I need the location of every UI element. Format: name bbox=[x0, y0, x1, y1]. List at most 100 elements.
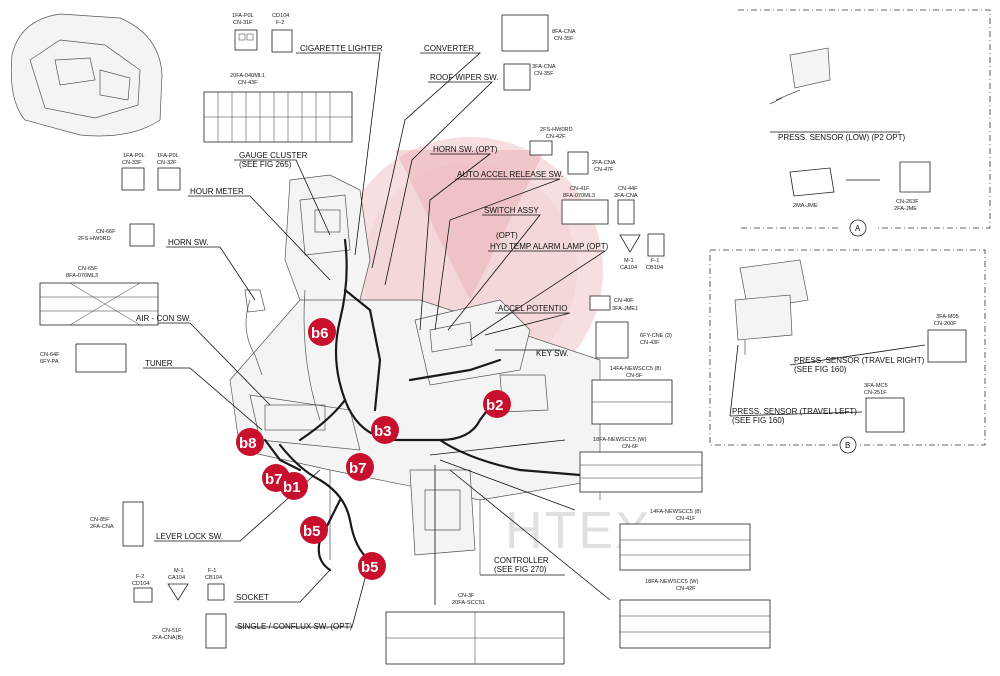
connector-cn33f: 1FA-P0L CN-33F bbox=[121, 153, 145, 191]
svg-text:3FA-MC5: 3FA-MC5 bbox=[864, 383, 888, 389]
svg-text:2FA-CNA: 2FA-CNA bbox=[592, 160, 616, 166]
svg-text:CN-41F: CN-41F bbox=[676, 516, 696, 522]
svg-text:3FA-CNA: 3FA-CNA bbox=[532, 64, 556, 70]
connector-f1: F-1 CB104 bbox=[646, 233, 665, 271]
svg-text:2FA-CNA: 2FA-CNA bbox=[614, 193, 638, 199]
connector-cn64f: CN-64F 6FY-PA bbox=[40, 343, 127, 373]
connector-cn42f: 18FA-NEWSCC5 (W) CN-42F bbox=[619, 579, 771, 649]
connector-cn85f: CN-85F 2FA-CNA bbox=[90, 501, 144, 547]
marker-b1: b1 bbox=[280, 472, 308, 500]
svg-text:CN-31F: CN-31F bbox=[233, 20, 253, 26]
svg-text:3FA-M05: 3FA-M05 bbox=[936, 314, 959, 320]
marker-b8: b8 bbox=[236, 428, 264, 456]
hour-meter-label: HOUR METER bbox=[190, 187, 244, 196]
svg-text:20FA-040ML1: 20FA-040ML1 bbox=[230, 73, 265, 79]
svg-text:6FY-CNE (3): 6FY-CNE (3) bbox=[640, 333, 672, 339]
svg-text:CB104: CB104 bbox=[205, 575, 222, 581]
connector-cn3f: CN-3F 20FA-SCC51 bbox=[385, 593, 565, 665]
cigarette-lighter-label: CIGARETTE LIGHTER bbox=[300, 44, 383, 53]
marker-b5-upper: b5 bbox=[300, 516, 328, 544]
connector-cn32f: 1FA-P0L CN-32F bbox=[157, 153, 181, 191]
press-sensor-travel-right-ref: (SEE FIG 160) bbox=[794, 365, 847, 374]
svg-text:CN-43F: CN-43F bbox=[238, 80, 258, 86]
connector-m1-bottom: M-1 CA104 bbox=[167, 568, 189, 601]
controller-label: CONTROLLER bbox=[494, 556, 549, 565]
svg-text:b8: b8 bbox=[239, 435, 257, 452]
connector-cn42f-top: 2FS-HW0RD CN-42F bbox=[529, 127, 573, 156]
svg-text:CN-33F: CN-33F bbox=[122, 160, 142, 166]
svg-text:CB104: CB104 bbox=[646, 265, 663, 271]
controller-ref: (SEE FIG 270) bbox=[494, 565, 547, 574]
svg-text:18FA-NEWSCC5 (W): 18FA-NEWSCC5 (W) bbox=[645, 579, 699, 585]
svg-text:CN-43F: CN-43F bbox=[640, 340, 660, 346]
connector-cn41f-top: CN-41F 8FA-070ML3 bbox=[561, 186, 609, 225]
svg-text:CN-263F: CN-263F bbox=[896, 199, 919, 205]
svg-text:M-1: M-1 bbox=[624, 258, 634, 264]
svg-text:2FS-HW0RD: 2FS-HW0RD bbox=[540, 127, 573, 133]
svg-text:3FA-JME1: 3FA-JME1 bbox=[612, 306, 638, 312]
svg-text:b1: b1 bbox=[283, 479, 301, 496]
tuner-label: TUNER bbox=[145, 359, 173, 368]
marker-b7-left: b7 bbox=[262, 464, 290, 492]
switch-assy-label: SWITCH ASSY bbox=[484, 206, 539, 215]
svg-text:b5: b5 bbox=[303, 523, 321, 540]
press-sensor-travel-left-label: PRESS. SENSOR (TRAVEL LEFT) bbox=[732, 407, 857, 416]
converter-label: CONVERTER bbox=[424, 44, 474, 53]
press-sensor-low-label: PRESS. SENSOR (LOW) (P2 OPT) bbox=[778, 133, 905, 142]
svg-text:b5: b5 bbox=[361, 559, 379, 576]
press-sensor-travel-right-label: PRESS. SENSOR (TRAVEL RIGHT) bbox=[794, 356, 925, 365]
svg-text:F-2: F-2 bbox=[276, 20, 284, 26]
connector-f2-bottom: F-2 CD104 bbox=[132, 574, 153, 603]
svg-text:8FA-070ML3: 8FA-070ML3 bbox=[563, 193, 595, 199]
svg-text:b3: b3 bbox=[374, 423, 392, 440]
svg-text:CA104: CA104 bbox=[168, 575, 185, 581]
leader-lines bbox=[134, 52, 611, 628]
svg-text:CN-66F: CN-66F bbox=[96, 229, 116, 235]
socket-label: SOCKET bbox=[236, 593, 269, 602]
gauge-cluster-ref: (SEE FIG 265) bbox=[239, 160, 292, 169]
svg-text:CN-47F: CN-47F bbox=[594, 167, 614, 173]
svg-text:CN-3F: CN-3F bbox=[458, 593, 475, 599]
svg-text:14FA-NEWSCC5 (8): 14FA-NEWSCC5 (8) bbox=[610, 366, 661, 372]
svg-text:CN-85F: CN-85F bbox=[90, 517, 110, 523]
detail-frame-b: 3FA-M05 CN-200F PRESS. SENSOR (TRAVEL RI… bbox=[709, 249, 986, 454]
connector-cn41f: 14FA-NEWSCC5 (8) CN-41F bbox=[619, 509, 751, 571]
connector-cn43f-key: 6FY-CNE (3) CN-43F bbox=[595, 321, 672, 359]
svg-text:b7: b7 bbox=[349, 460, 367, 477]
cab-sketch bbox=[10, 13, 163, 137]
svg-text:CN-41F: CN-41F bbox=[570, 186, 590, 192]
auto-accel-release-sw-label: AUTO ACCEL RELEASE SW. bbox=[457, 170, 563, 179]
connector-cn5f: 14FA-NEWSCC5 (8) CN-5F bbox=[591, 366, 673, 425]
svg-text:CN-35F: CN-35F bbox=[554, 36, 574, 42]
callout-labels: CIGARETTE LIGHTER CONVERTER ROOF WIPER S… bbox=[136, 44, 609, 631]
svg-text:2MA-JME: 2MA-JME bbox=[793, 203, 818, 209]
svg-text:1FA-P0L: 1FA-P0L bbox=[157, 153, 179, 159]
connector-cn43f: 20FA-040ML1 CN-43F bbox=[203, 73, 353, 143]
svg-text:2FA-CNA: 2FA-CNA bbox=[90, 524, 114, 530]
accel-potentio-label: ACCEL POTENTIO bbox=[498, 304, 568, 313]
connector-cn31f: 1FA-P0L CN-31F bbox=[232, 13, 258, 51]
marker-b6: b6 bbox=[308, 318, 336, 346]
single-conflux-sw-label: SINGLE / CONFLUX SW. (OPT) bbox=[237, 622, 352, 631]
svg-text:CA104: CA104 bbox=[620, 265, 637, 271]
svg-text:b6: b6 bbox=[311, 325, 329, 342]
svg-text:2FA-CNA(B): 2FA-CNA(B) bbox=[152, 635, 183, 641]
connector-f2-top: CD104 F-2 bbox=[271, 13, 293, 53]
svg-text:F-1: F-1 bbox=[208, 568, 216, 574]
connector-cn66f: CN-66F 2FS-HW0RD bbox=[78, 223, 155, 247]
svg-text:F-1: F-1 bbox=[651, 258, 659, 264]
connector-cn40f: CN-40F 3FA-JME1 bbox=[589, 295, 638, 312]
connector-m1: M-1 CA104 bbox=[619, 234, 641, 271]
svg-text:CN-200F: CN-200F bbox=[934, 321, 957, 327]
svg-text:8FA-070ML3: 8FA-070ML3 bbox=[66, 273, 98, 279]
svg-text:CN-40F: CN-40F bbox=[614, 298, 634, 304]
hyd-temp-opt-tag: (OPT) bbox=[496, 231, 518, 240]
connector-cn35f-b: 3FA-CNA CN-35F bbox=[503, 63, 556, 91]
connector-cn6f: 18FA-NEWSCC5 (W) CN-6F bbox=[579, 437, 703, 493]
connector-cn47f: 2FA-CNA CN-47F bbox=[567, 151, 616, 175]
svg-text:M-1: M-1 bbox=[174, 568, 184, 574]
svg-text:8FA-CNA: 8FA-CNA bbox=[552, 29, 576, 35]
press-sensor-travel-left-ref: (SEE FIG 160) bbox=[732, 416, 785, 425]
svg-text:2FS-HW0RD: 2FS-HW0RD bbox=[78, 236, 111, 242]
